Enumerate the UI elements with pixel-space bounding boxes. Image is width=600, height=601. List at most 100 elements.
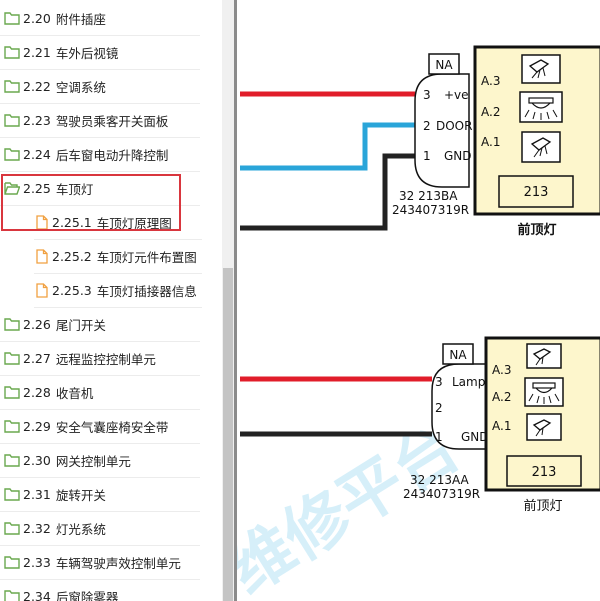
folder-icon: [4, 454, 20, 467]
item-label: 车顶灯插接器信息: [96, 283, 197, 299]
item-label: 空调系统: [55, 79, 106, 95]
item-label: 后车窗电动升降控制: [55, 147, 169, 163]
switch-label: A.2: [481, 105, 500, 119]
pin-signal: DOOR: [436, 119, 472, 133]
item-number: 2.25.1: [52, 214, 92, 230]
item-number: 2.25.2: [52, 248, 92, 264]
folder-icon: [4, 386, 20, 399]
pin-number: 2: [435, 401, 443, 415]
item-number: 2.33: [23, 554, 51, 570]
module-number: 213: [524, 185, 549, 200]
sidebar-scrollbar[interactable]: [222, 0, 234, 601]
top-lamp-circuit: NA 3 2 1 +ve DOOR GND A.3 A.2 A.1 213: [240, 45, 600, 238]
folder-icon: [4, 590, 20, 601]
part-code: 32 213AA: [410, 473, 470, 487]
connector-tab: [442, 343, 474, 365]
folder-icon: [4, 556, 20, 569]
folder-icon: [4, 488, 20, 501]
item-number: 2.25: [23, 180, 51, 196]
item-number: 2.31: [23, 486, 51, 502]
switch-label: A.1: [492, 419, 511, 433]
switch-label: A.1: [481, 135, 500, 149]
item-label: 车外后视镜: [55, 45, 119, 61]
module-number-box: [506, 455, 582, 487]
item-label: 远程监控控制单元: [55, 351, 156, 367]
part-code: 32 213BA: [399, 189, 458, 203]
switch-label: A.3: [481, 74, 500, 88]
item-number: 2.22: [23, 78, 51, 94]
item-number: 2.32: [23, 520, 51, 536]
lamp-icon: [521, 131, 561, 163]
item-number: 2.26: [23, 316, 51, 332]
switch-label: A.2: [492, 390, 511, 404]
item-label: 灯光系统: [55, 521, 106, 537]
pin-number: 1: [435, 430, 443, 444]
file-icon: [36, 214, 48, 230]
wire-black: [240, 153, 415, 231]
connector-label: NA: [449, 348, 467, 362]
folder-open-icon: [4, 182, 20, 195]
item-number: 2.24: [23, 146, 51, 162]
folder-icon: [4, 148, 20, 161]
scrollbar-thumb[interactable]: [223, 268, 233, 601]
item-label: 旋转开关: [55, 487, 106, 503]
folder-icon: [4, 114, 20, 127]
lamp-icon: [524, 377, 564, 407]
lamp-icon: [521, 54, 561, 84]
item-label: 尾门开关: [55, 317, 106, 333]
lamp-icon: [526, 343, 562, 369]
pin-number: 1: [423, 149, 431, 163]
folder-icon: [4, 46, 20, 59]
connector-tab: [428, 53, 460, 75]
pane-divider[interactable]: [234, 0, 237, 601]
item-label: 车顶灯元件布置图: [96, 249, 197, 265]
module-number-box: [498, 175, 574, 208]
item-label: 车顶灯: [55, 181, 94, 197]
item-label: 附件插座: [55, 11, 106, 27]
item-number: 2.25.3: [52, 282, 92, 298]
component-title: 前顶灯: [517, 222, 556, 238]
item-label: 车辆驾驶声效控制单元: [55, 555, 181, 571]
connector-body: [431, 363, 488, 450]
folder-icon: [4, 12, 20, 25]
item-number: 2.20: [23, 10, 51, 26]
item-number: 2.30: [23, 452, 51, 468]
item-label: 后窗除雾器: [55, 589, 119, 601]
pin-signal: GND: [444, 149, 472, 163]
folder-icon: [4, 318, 20, 331]
pin-number: 3: [435, 375, 443, 389]
module-number: 213: [532, 465, 557, 480]
pin-signal: Lamp: [452, 375, 485, 389]
switch-label: A.3: [492, 363, 511, 377]
item-label: 车顶灯原理图: [96, 215, 172, 231]
item-label: 驾驶员乘客开关面板: [55, 113, 169, 129]
connector-label: NA: [435, 58, 453, 72]
item-number: 2.27: [23, 350, 51, 366]
folder-icon: [4, 352, 20, 365]
pin-signal: GND: [461, 430, 489, 444]
lamp-icon: [519, 91, 563, 123]
component-title: 前顶灯: [523, 498, 562, 514]
lamp-icon: [526, 413, 562, 441]
pin-number: 2: [423, 119, 431, 133]
item-number: 2.28: [23, 384, 51, 400]
